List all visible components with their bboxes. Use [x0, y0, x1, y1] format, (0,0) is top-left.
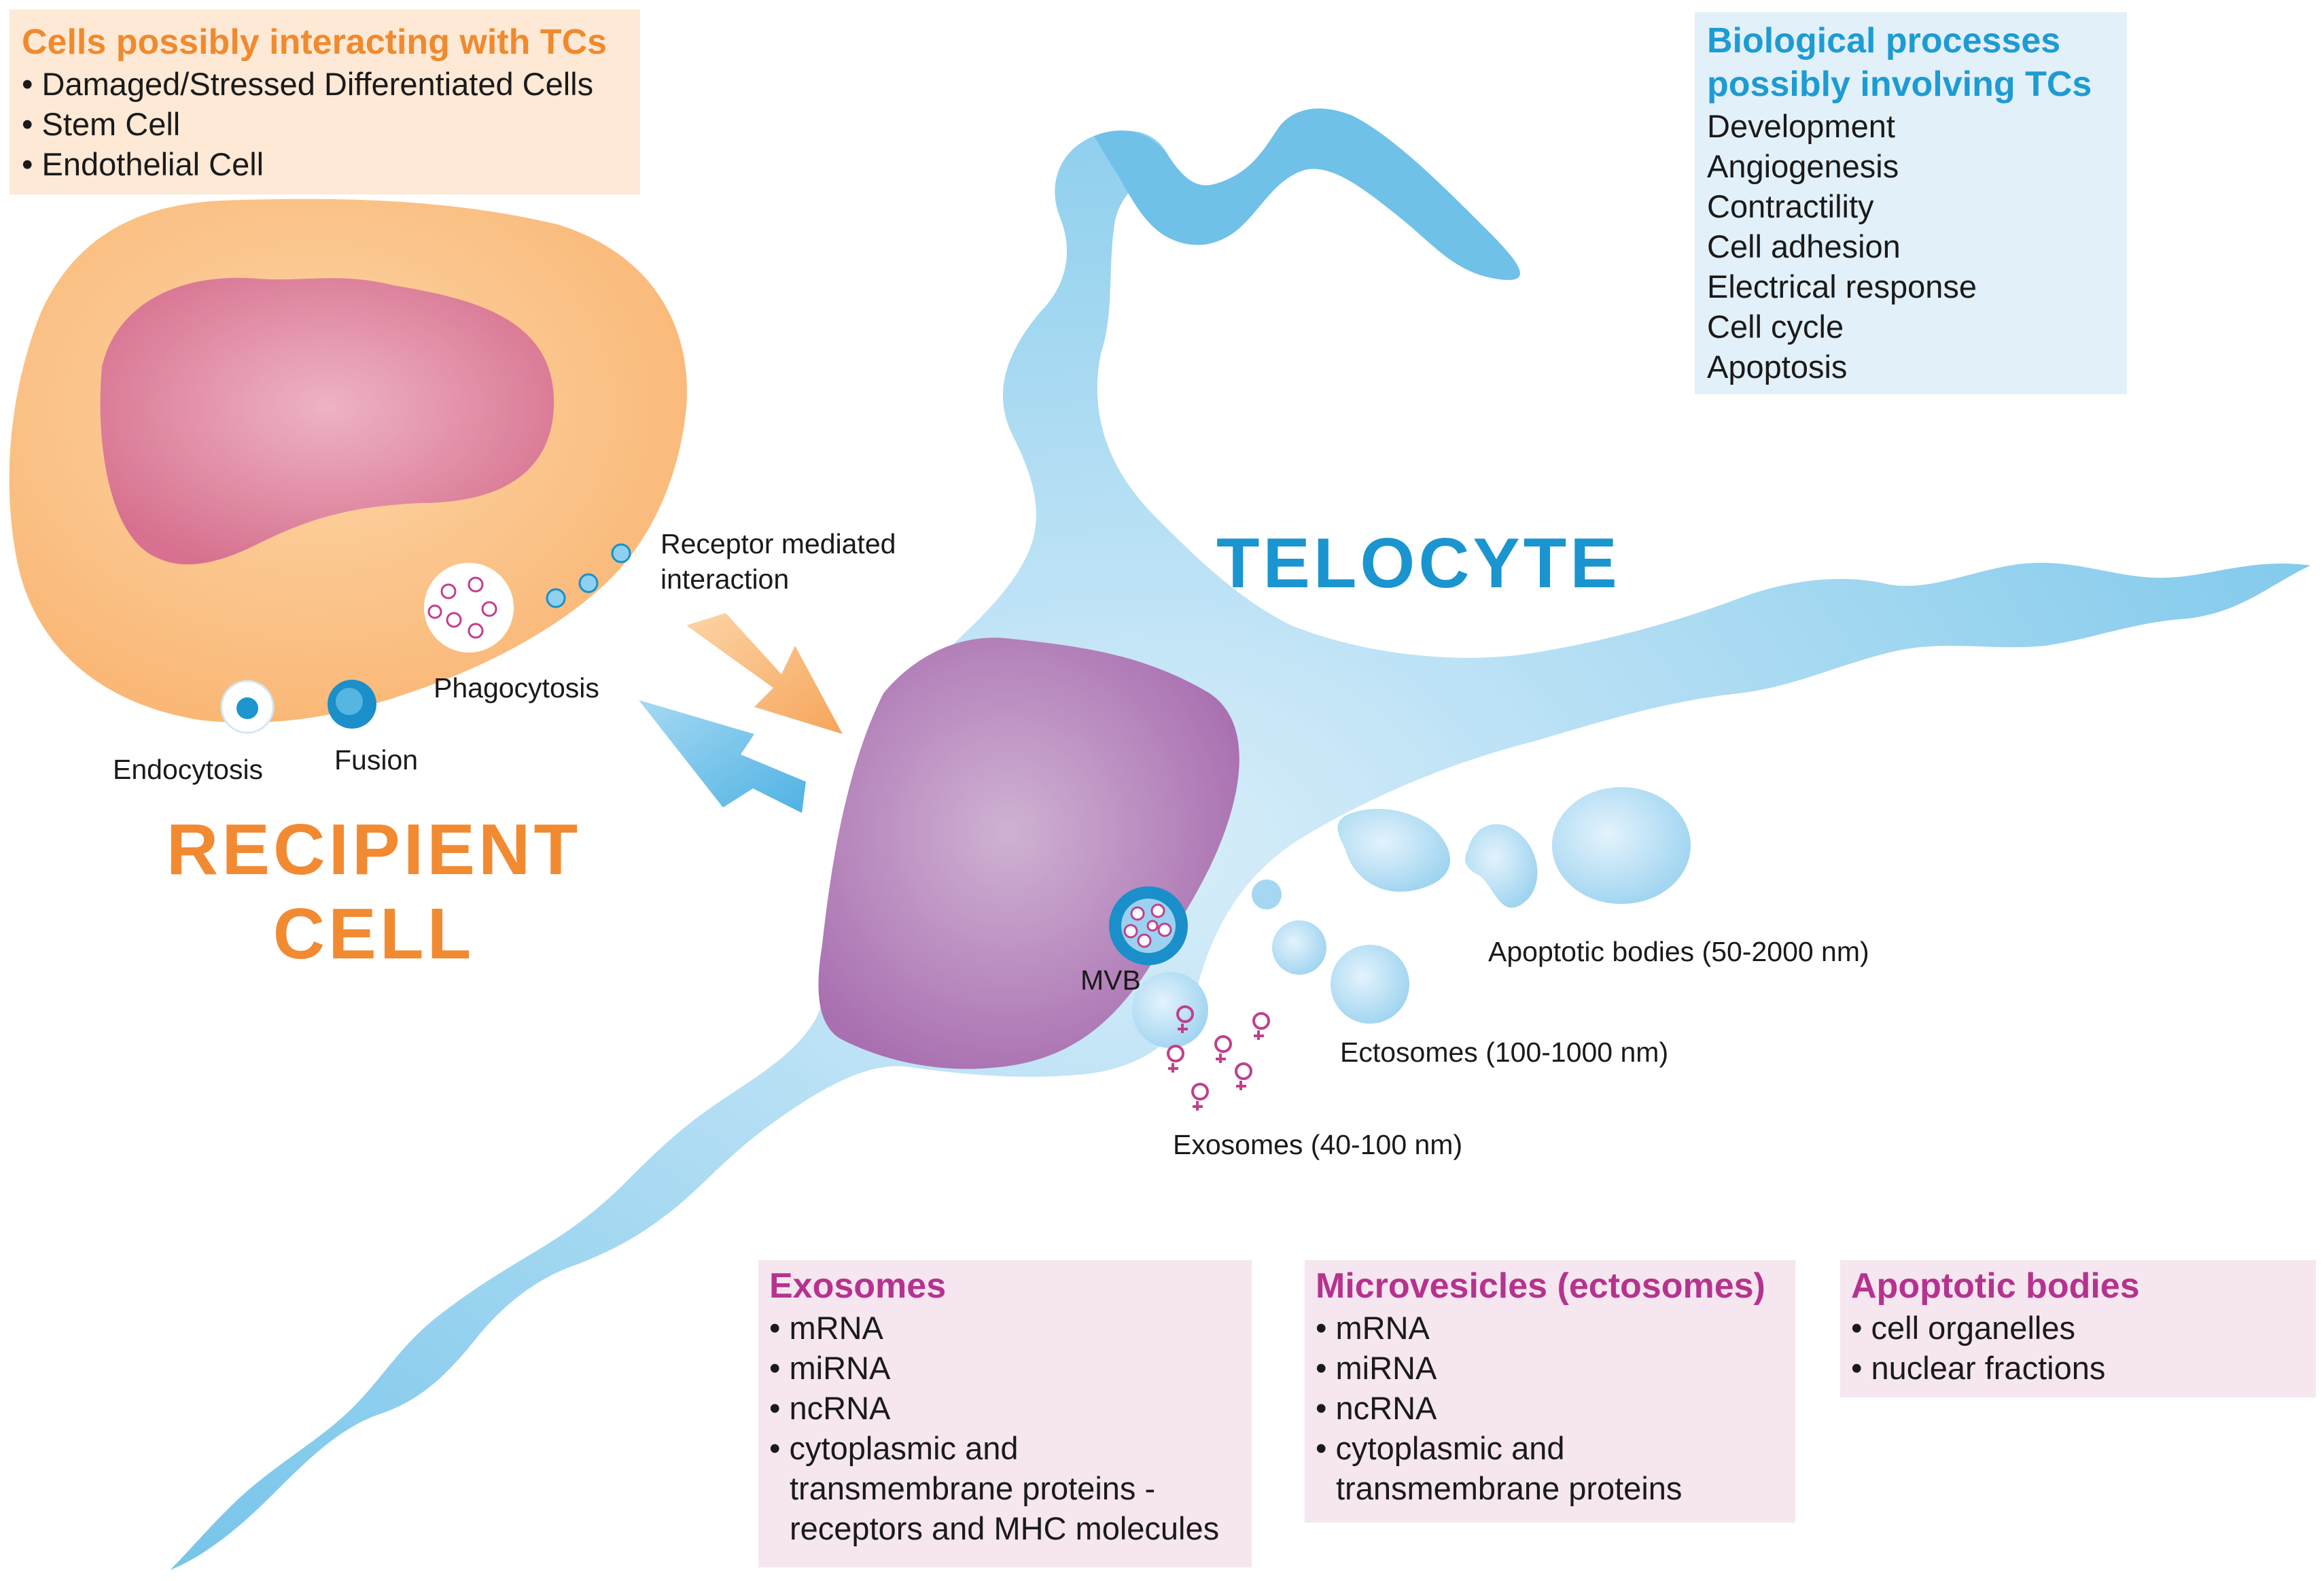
phagocytosis-vesicle — [424, 563, 514, 653]
apoptotic-bodies — [1337, 787, 1691, 908]
arrow-to-recipient — [639, 700, 806, 813]
apoptotic-bodies-label: Apoptotic bodies (50-2000 nm) — [1488, 936, 1869, 967]
list-item: mRNA — [1316, 1308, 1784, 1348]
arrow-to-telocyte — [686, 613, 843, 734]
cells-interacting-title: Cells possibly interacting with TCs — [22, 22, 608, 62]
recipient-nucleus — [100, 277, 554, 565]
microvesicles-box: Microvesicles (ectosomes) mRNA miRNA ncR… — [1305, 1260, 1795, 1523]
list-item: Stem Cell — [22, 104, 628, 144]
apoptotic-bodies-list: cell organelles nuclear fractions — [1851, 1308, 2305, 1388]
list-item: mRNA — [769, 1308, 1241, 1348]
receptor-vesicles — [546, 543, 631, 608]
exosomes-cluster — [1167, 1005, 1270, 1111]
endocytosis-label: Endocytosis — [113, 754, 264, 785]
list-item: cytoplasmic and transmembrane proteins — [1316, 1428, 1784, 1508]
fusion-vesicle — [328, 680, 376, 729]
biological-processes-title-line2: possibly involving TCs — [1707, 65, 2092, 104]
biological-processes-title-line1: Biological processes — [1707, 21, 2061, 60]
endocytosis-vesicle — [220, 680, 275, 734]
recipient-title-line1: RECIPIENT — [166, 810, 582, 890]
cells-interacting-box: Cells possibly interacting with TCs Dama… — [10, 10, 640, 194]
telocyte-body — [170, 131, 2310, 1571]
microvesicles-list: mRNA miRNA ncRNA cytoplasmic and transme… — [1316, 1308, 1784, 1508]
list-item: cytoplasmic and transmembrane proteins -… — [769, 1428, 1241, 1548]
mvb-label: MVB — [1080, 965, 1141, 996]
exosomes-list: mRNA miRNA ncRNA cytoplasmic and transme… — [769, 1308, 1241, 1548]
list-item: ncRNA — [1316, 1388, 1784, 1428]
cells-interacting-list: Damaged/Stressed Differentiated Cells St… — [22, 64, 628, 184]
list-item: Angiogenesis — [1707, 148, 1899, 184]
telocyte-title: TELOCYTE — [1216, 524, 1621, 603]
exosomes-box-title: Exosomes — [769, 1266, 947, 1306]
microvesicles-box-title: Microvesicles (ectosomes) — [1316, 1266, 1765, 1306]
biological-processes-box: Biological processes possibly involving … — [1695, 12, 2127, 394]
mvb — [1109, 886, 1188, 965]
ectosomes-label: Ectosomes (100-1000 nm) — [1340, 1037, 1669, 1068]
list-item: Damaged/Stressed Differentiated Cells — [22, 64, 628, 104]
apoptotic-bodies-box-title: Apoptotic bodies — [1851, 1266, 2140, 1306]
list-item: Apoptosis — [1707, 349, 1848, 385]
receptor-label-line2: interaction — [661, 563, 790, 595]
recipient-cell-title: RECIPIENT CELL — [163, 807, 584, 976]
list-item: miRNA — [1316, 1348, 1784, 1388]
list-item: cell organelles — [1851, 1308, 2305, 1348]
fusion-label: Fusion — [334, 744, 419, 776]
phagocytosis-label: Phagocytosis — [434, 672, 599, 703]
list-item: ncRNA — [769, 1388, 1241, 1428]
list-item: Development — [1707, 108, 1895, 144]
receptor-label-line1: Receptor mediated — [661, 528, 896, 559]
list-item: nuclear fractions — [1851, 1348, 2305, 1388]
telocyte-top-telopode-tip — [1094, 108, 1521, 280]
list-item: Electrical response — [1707, 268, 1977, 305]
list-item: Endothelial Cell — [22, 144, 628, 184]
apoptotic-bodies-box: Apoptotic bodies cell organelles nuclear… — [1840, 1260, 2316, 1397]
ectosome-budding — [1252, 880, 1282, 909]
ectosomes — [1272, 920, 1409, 1024]
list-item: Cell adhesion — [1707, 228, 1901, 264]
recipient-title-line2: CELL — [272, 894, 475, 974]
biological-processes-list: Development Angiogenesis Contractility C… — [1707, 106, 2115, 387]
list-item: Cell cycle — [1707, 309, 1844, 345]
list-item: Contractility — [1707, 188, 1874, 224]
recipient-cell — [9, 198, 687, 723]
exocytic-vesicle — [1132, 972, 1208, 1048]
list-item: miRNA — [769, 1348, 1241, 1388]
exosomes-label: Exosomes (40-100 nm) — [1173, 1129, 1463, 1160]
exosomes-box: Exosomes mRNA miRNA ncRNA cytoplasmic an… — [758, 1260, 1252, 1567]
